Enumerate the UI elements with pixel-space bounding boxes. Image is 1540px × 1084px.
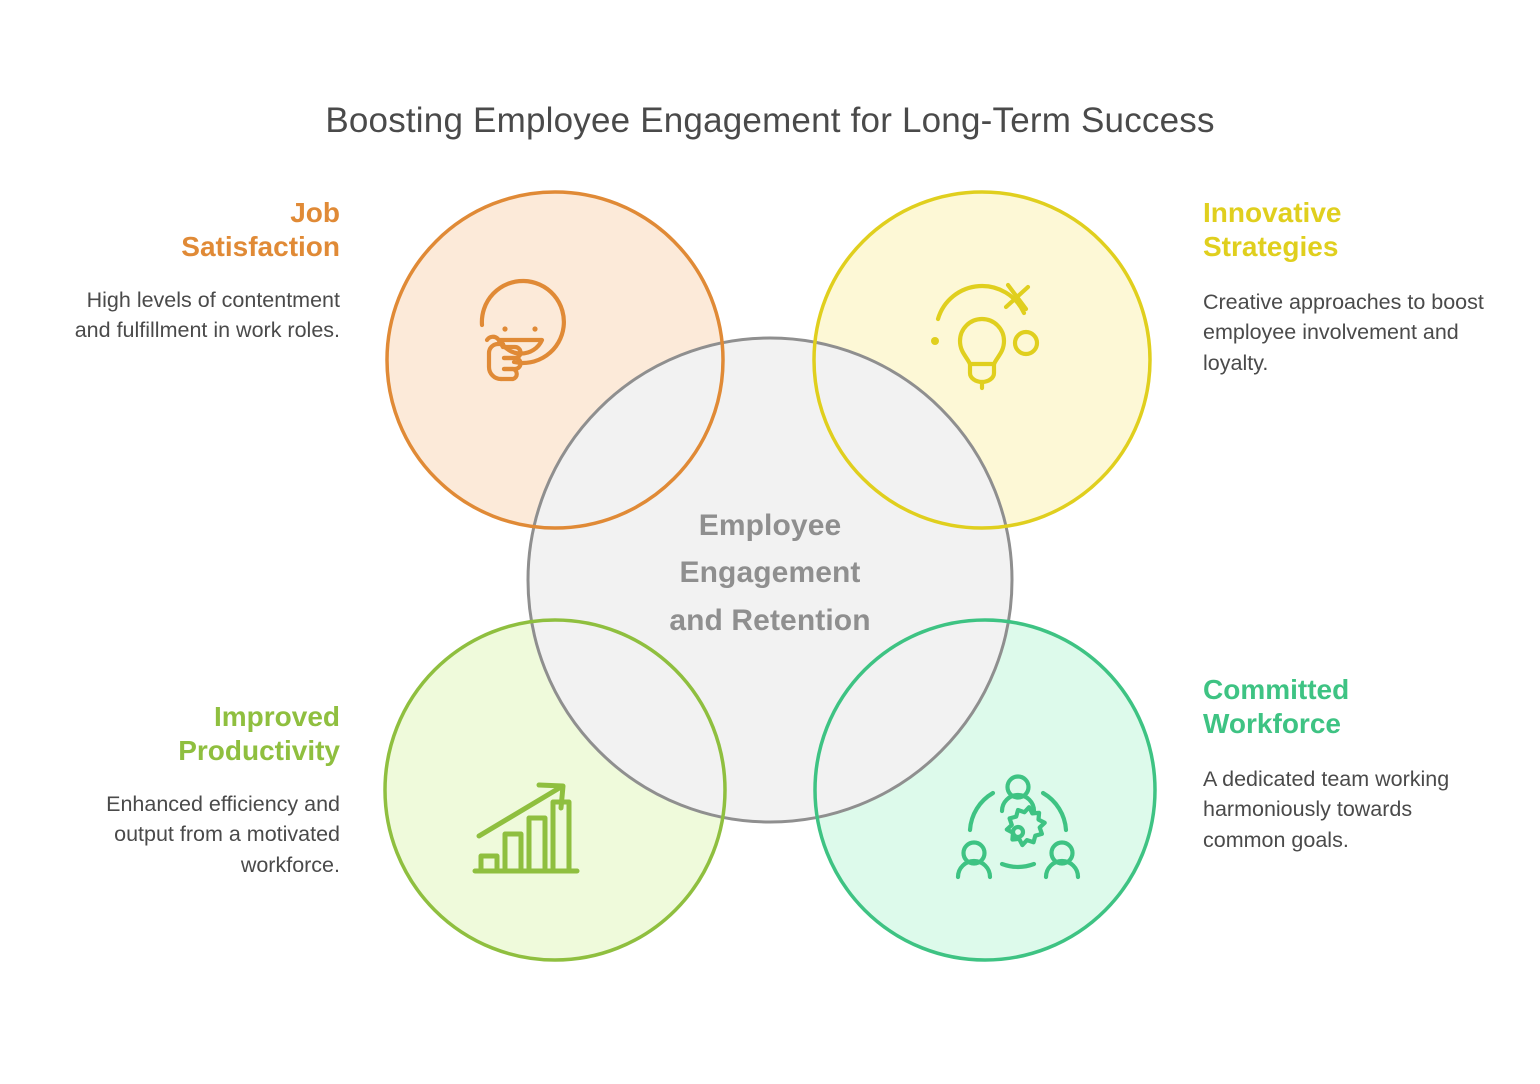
- growth-bar-chart-icon: [472, 782, 580, 874]
- heading-improved-productivity: Improved Productivity: [55, 700, 340, 769]
- heading-committed-workforce-line-2: Workforce: [1203, 708, 1341, 740]
- circle-fill-job-satisfaction: [387, 192, 723, 528]
- page-title: Boosting Employee Engagement for Long-Te…: [325, 101, 1215, 140]
- heading-innovative-strategies: Innovative Strategies: [1203, 196, 1488, 265]
- center-label-line-2: Engagement: [679, 556, 861, 590]
- text-block-job-satisfaction: Job Satisfaction High levels of contentm…: [55, 196, 340, 346]
- circle-fill-committed-workforce: [815, 620, 1155, 960]
- heading-job-satisfaction: Job Satisfaction: [55, 196, 340, 265]
- heading-job-satisfaction-line-2: Satisfaction: [181, 231, 340, 263]
- center-label-line-1: Employee: [698, 509, 842, 542]
- heading-improved-productivity-line-2: Productivity: [178, 735, 340, 767]
- text-block-committed-workforce: Committed Workforce A dedicated team wor…: [1203, 673, 1488, 855]
- body-innovative-strategies: Creative approaches to boost employee in…: [1203, 289, 1484, 375]
- smiley-thumbs-up-icon: [479, 278, 566, 382]
- text-block-improved-productivity: Improved Productivity Enhanced efficienc…: [55, 700, 340, 880]
- body-committed-workforce: A dedicated team working harmoniously to…: [1203, 766, 1450, 852]
- heading-innovative-strategies-line-1: Innovative: [1203, 197, 1342, 228]
- heading-improved-productivity-line-1: Improved: [213, 701, 340, 732]
- circle-fill-innovative-strategies: [814, 192, 1150, 528]
- circle-fill-improved-productivity: [385, 620, 725, 960]
- circle-outline-committed-workforce[interactable]: [813, 618, 1157, 962]
- heading-innovative-strategies-line-2: Strategies: [1203, 231, 1339, 263]
- heading-committed-workforce: Committed Workforce: [1203, 673, 1488, 742]
- center-label: Employee Engagement and Retention: [620, 502, 920, 644]
- body-job-satisfaction: High levels of contentment and fulfillme…: [74, 287, 340, 343]
- lightbulb-idea-icon: [931, 282, 1040, 391]
- center-label-line-3: and Retention: [669, 603, 871, 637]
- circle-outline-job-satisfaction[interactable]: [385, 190, 725, 530]
- heading-job-satisfaction-line-1: Job: [290, 197, 340, 228]
- body-improved-productivity: Enhanced efficiency and output from a mo…: [106, 791, 340, 877]
- team-collaboration-gear-icon: [955, 774, 1081, 880]
- text-block-innovative-strategies: Innovative Strategies Creative approache…: [1203, 196, 1488, 378]
- circle-outline-innovative-strategies[interactable]: [812, 190, 1152, 530]
- heading-committed-workforce-line-1: Committed: [1203, 674, 1350, 705]
- circle-outline-improved-productivity[interactable]: [383, 618, 727, 962]
